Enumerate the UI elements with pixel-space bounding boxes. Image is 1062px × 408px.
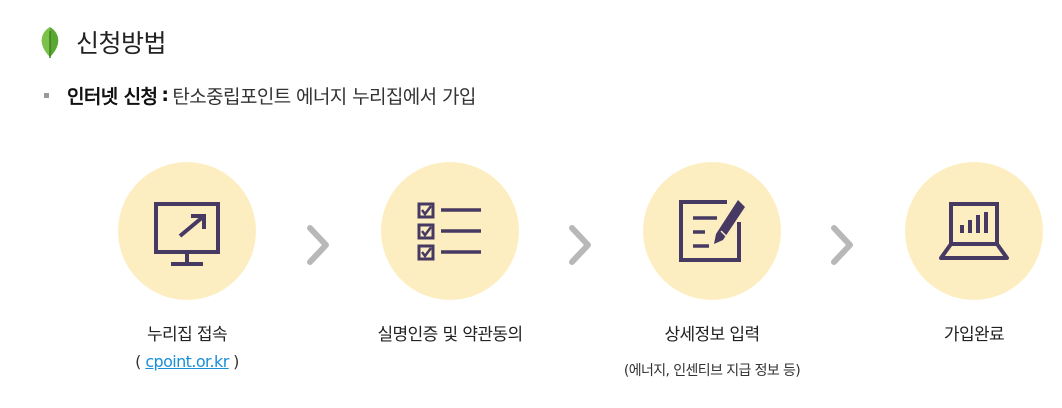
laptop-chart-icon (939, 202, 1009, 260)
application-separator: : (161, 84, 169, 106)
step-4-label: 가입완료 (943, 325, 1005, 345)
step-1-circle (118, 162, 256, 300)
application-method: 인터넷 신청 : 탄소중립포인트 에너지 누리집에서 가입 (44, 80, 476, 110)
chevron-right-icon (569, 225, 591, 265)
step-1-url-open: ( (135, 352, 146, 371)
step-4-circle (905, 162, 1043, 300)
cpoint-url-link[interactable]: cpoint.or.kr (145, 352, 229, 371)
bullet-icon (44, 92, 49, 98)
section-title: 신청방법 (36, 22, 167, 62)
url-part: cpoint (145, 352, 192, 371)
step-3-circle (643, 162, 781, 300)
step-3-sub: (에너지, 인센티브 지급 정보 등) (623, 363, 801, 379)
url-dot: . (191, 352, 196, 371)
url-dot: . (209, 352, 215, 371)
application-description: 탄소중립포인트 에너지 누리집에서 가입 (172, 85, 476, 108)
leaf-icon (41, 27, 59, 58)
section-title-text: 신청방법 (76, 29, 167, 58)
step-1-url-close: ) (228, 352, 239, 371)
document-pen-icon (679, 200, 745, 262)
chevron-right-icon (307, 225, 329, 265)
step-1-url: ( cpoint.or.kr ) (57, 352, 317, 371)
step-2-circle (381, 162, 519, 300)
step-2-label: 실명인증 및 약관동의 (377, 325, 524, 345)
step-3-label: 상세정보 입력 (664, 325, 760, 345)
url-part: kr (214, 352, 229, 371)
application-label: 인터넷 신청 (67, 85, 158, 108)
step-1-label: 누리집 접속 (146, 325, 228, 345)
checklist-icon (417, 202, 481, 261)
chevron-right-icon (831, 225, 853, 265)
url-part: or (195, 352, 210, 371)
monitor-arrow-icon (154, 202, 220, 266)
